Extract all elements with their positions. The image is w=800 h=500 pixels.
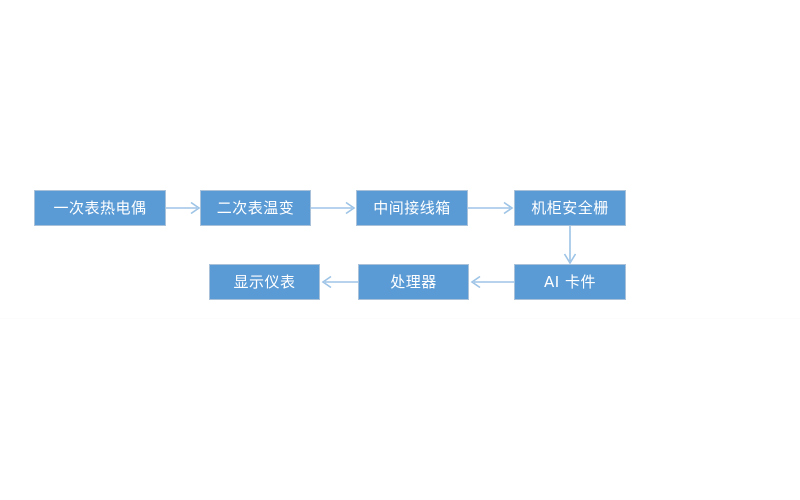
flow-node-display-instrument[interactable]: 显示仪表 <box>209 264 320 300</box>
flow-arrow-secondary-to-junction <box>311 200 357 216</box>
flow-arrow-primary-to-secondary <box>166 200 202 216</box>
flow-arrow-ai-card-to-processor <box>469 274 515 290</box>
flow-arrow-processor-to-display <box>320 274 358 290</box>
page-edge-artifact <box>0 318 800 319</box>
flow-node-secondary-transmitter[interactable]: 二次表温变 <box>200 190 311 226</box>
flow-arrow-junction-to-barrier <box>468 200 515 216</box>
flow-node-label: 显示仪表 <box>233 272 296 291</box>
flow-node-label: 机柜安全栅 <box>531 198 609 217</box>
flow-node-label: 处理器 <box>390 272 437 291</box>
flow-node-processor[interactable]: 处理器 <box>358 264 469 300</box>
flow-node-label: 二次表温变 <box>216 198 295 217</box>
flow-node-cabinet-safety-barrier[interactable]: 机柜安全栅 <box>514 190 626 226</box>
flow-node-junction-box[interactable]: 中间接线箱 <box>356 190 468 226</box>
flow-node-ai-card[interactable]: AI 卡件 <box>514 264 626 300</box>
flow-node-label: AI 卡件 <box>544 272 596 291</box>
flow-arrow-barrier-to-ai-card <box>562 226 578 265</box>
flow-node-label: 一次表热电偶 <box>53 198 147 217</box>
flow-node-label: 中间接线箱 <box>373 198 451 217</box>
flow-node-primary-thermocouple[interactable]: 一次表热电偶 <box>34 190 166 226</box>
